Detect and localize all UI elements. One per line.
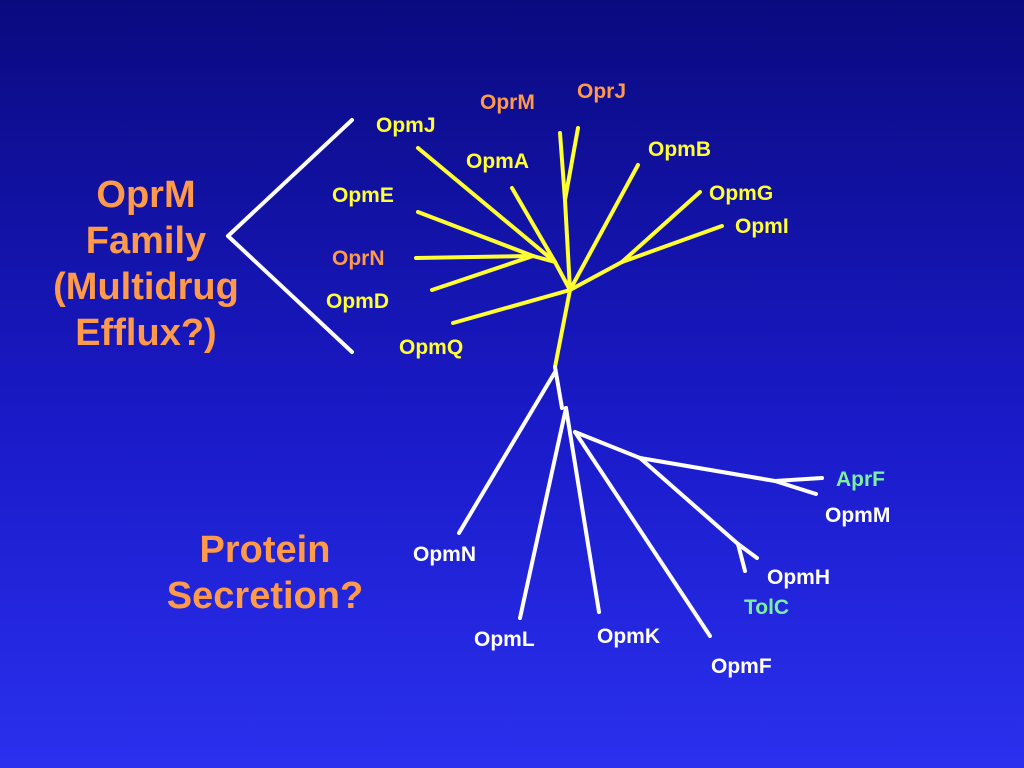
branch-opmn [457,370,557,535]
branch-opmm [773,479,818,496]
label-opmf: OpmF [711,655,772,678]
branch-tolc [736,542,747,573]
branch-opma-junction [553,260,572,292]
branch-opmk [564,406,601,614]
branch-opml [518,406,568,620]
label-opmj: OpmJ [376,114,436,137]
label-opme: OpmE [332,184,394,207]
bracket-lower-line [226,234,354,354]
label-aprf: AprF [836,468,885,491]
white-branches [457,365,824,638]
oprm-family-label: OprM Family (Multidrug Efflux?) [30,172,262,356]
branch-right-junction [568,260,624,292]
branch-opmg [620,190,702,264]
label-opmk: OpmK [597,625,660,648]
leaf-labels: OprJ OprM OpmJ OpmA OpmB OpmE OpmG OpmI … [326,80,890,678]
protein-secretion-label: Protein Secretion? [140,527,390,619]
bracket-upper-line [226,118,354,238]
branch-stem [553,288,572,369]
branch-oprn [414,254,535,260]
branch-opmd [430,254,535,292]
protein-secretion-line-1: Protein [199,529,331,571]
label-opmi: OpmI [735,215,789,238]
label-tolc: TolC [744,596,789,619]
branch-aprf-opmm [638,456,777,483]
label-opmm: OpmM [825,504,890,527]
label-opma: OpmA [466,150,529,173]
oprm-family-line-3: (Multidrug [53,266,239,308]
branch-opmh [736,542,759,560]
oprm-family-line-4: Efflux?) [75,312,217,354]
yellow-branches [414,126,724,369]
label-opmd: OpmD [326,290,389,313]
branch-oprj [563,126,580,202]
label-opmn: OpmN [413,543,476,566]
branch-oprm [558,131,567,202]
branch-aprf-junction [573,430,642,460]
label-opmq: OpmQ [399,336,463,359]
family-bracket [226,118,354,354]
branch-opmj [416,146,557,264]
label-oprn: OprN [332,247,385,270]
branch-opmf [573,430,712,638]
label-oprj: OprJ [577,80,626,103]
oprm-family-line-1: OprM [96,174,196,216]
branch-opmb [568,163,640,292]
branch-opmi [620,224,724,264]
label-opml: OpmL [474,628,535,651]
label-opmb: OpmB [648,138,711,161]
branch-opme [416,210,535,258]
branch-opmh-tolc [638,456,740,546]
branch-opmq [451,288,572,325]
protein-secretion-line-2: Secretion? [166,575,364,617]
label-opmg: OpmG [709,182,773,205]
label-opmh: OpmH [767,566,830,589]
branch-aprf [773,476,824,483]
branch-opme-junction [531,254,557,264]
label-oprm: OprM [480,91,535,114]
oprm-family-line-2: Family [85,220,207,262]
branch-inner-top [563,198,572,292]
branch-opma [510,186,557,264]
